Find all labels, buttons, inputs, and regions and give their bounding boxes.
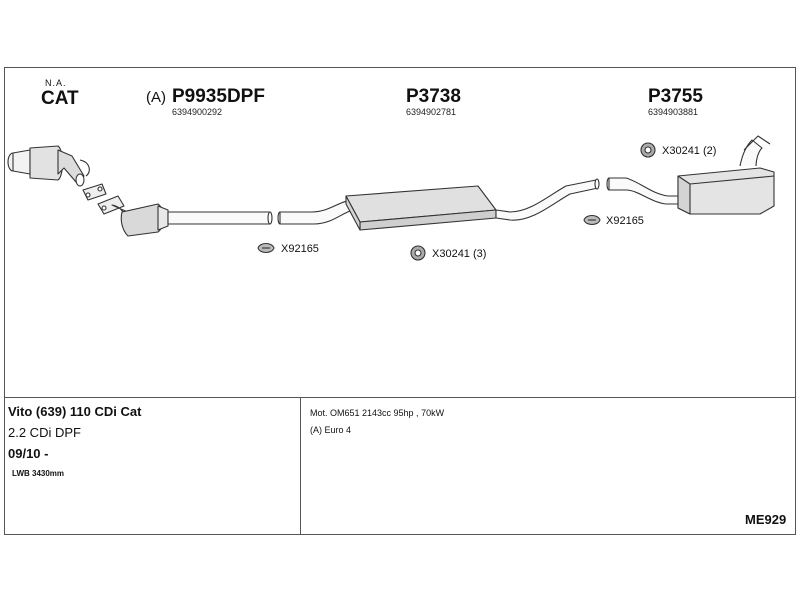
part-number-middle[interactable]: P3738 <box>406 86 461 107</box>
clamp-icon-2 <box>410 245 426 261</box>
clamp-icon-4 <box>640 142 656 158</box>
diagram-frame <box>4 67 796 535</box>
vehicle-model: Vito (639) 110 CDi Cat <box>8 404 142 419</box>
cat-superscript: N.A. <box>45 78 67 88</box>
part-number-dpf[interactable]: P9935DPF <box>172 86 265 107</box>
part-number-rear[interactable]: P3755 <box>648 86 703 107</box>
clamp-label-3[interactable]: X92165 <box>606 215 644 227</box>
clamp-icon-1 <box>257 242 275 254</box>
flange <box>82 183 107 201</box>
info-column-divider <box>300 398 301 535</box>
rear-silencer[interactable] <box>606 135 775 215</box>
vehicle-date: 09/10 - <box>8 446 49 461</box>
vehicle-wheelbase: LWB 3430mm <box>12 469 65 478</box>
vehicle-engine: 2.2 CDi DPF <box>8 425 81 440</box>
catalytic-converter[interactable] <box>7 145 90 187</box>
part-prefix: (A) <box>146 89 166 106</box>
oem-number-middle: 6394902781 <box>406 107 457 117</box>
clamp-label-2[interactable]: X30241 (3) <box>432 248 487 260</box>
info-divider <box>4 397 796 398</box>
dpf-filter[interactable] <box>97 195 273 237</box>
emission-norm: (A) Euro 4 <box>310 425 352 435</box>
oem-number-rear: 6394903881 <box>648 107 699 117</box>
clamp-label-1[interactable]: X92165 <box>281 243 319 255</box>
clamp-icon-3 <box>583 214 601 226</box>
diagram-code: ME929 <box>745 512 787 527</box>
clamp-label-4[interactable]: X30241 (2) <box>662 145 717 157</box>
cat-label: CAT <box>41 88 79 109</box>
oem-number-dpf: 6394900292 <box>172 107 223 117</box>
motor-details: Mot. OM651 2143cc 95hp , 70kW <box>310 408 445 418</box>
middle-silencer[interactable] <box>277 178 600 231</box>
